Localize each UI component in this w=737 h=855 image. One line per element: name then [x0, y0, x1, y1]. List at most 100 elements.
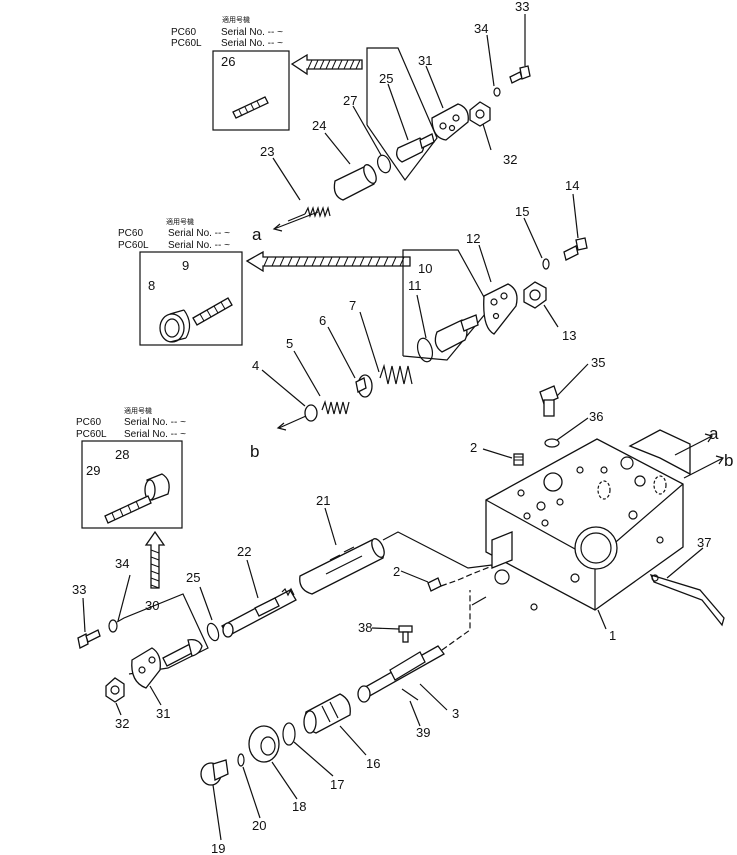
part-number: 4: [252, 358, 259, 373]
part-number: 8: [148, 278, 155, 293]
part-number: 28: [115, 447, 129, 462]
part-number: 11: [408, 278, 422, 293]
plug-19: [200, 759, 229, 786]
part-number: 2: [470, 440, 477, 455]
callout-box: [212, 50, 290, 131]
group-bracket: [366, 47, 438, 182]
bolt-33-top: [509, 65, 531, 84]
part-number: 21: [316, 493, 330, 508]
collar-18: [248, 725, 280, 763]
group-bracket: [402, 249, 491, 361]
port-label-a: a: [709, 424, 719, 443]
part-number: 30: [145, 598, 159, 613]
part-number: 34: [474, 21, 488, 36]
leader-line: [382, 531, 493, 569]
part-number: 10: [418, 261, 432, 276]
spring-23: [287, 205, 331, 222]
model-label: PC60L: [76, 429, 107, 440]
pin-9-drawing: [192, 297, 233, 326]
nut-32-lower: [105, 677, 125, 703]
part-number: 24: [312, 118, 326, 133]
part-number: 26: [221, 54, 235, 69]
serial-label: Serial No. -- ~: [221, 27, 283, 38]
washer-34-top: [493, 87, 501, 97]
plug-2-side: [427, 577, 442, 592]
model-label: PC60L: [171, 38, 202, 49]
serial-label: Serial No. -- ~: [124, 429, 186, 440]
nut-32-top: [469, 101, 491, 127]
part-number: 38: [358, 620, 372, 635]
valve-body-1: [485, 429, 691, 611]
serial-block-middle: 適用号機 PC60 Serial No. -- ~ PC60L Serial N…: [118, 217, 243, 346]
lever-37: [649, 573, 725, 627]
flange-12: [483, 283, 518, 335]
callout-box: [139, 251, 243, 346]
pin-26-drawing: [232, 96, 269, 119]
serial-label: Serial No. -- ~: [124, 417, 186, 428]
cap-16: [303, 693, 351, 734]
o-ring-20: [237, 753, 245, 767]
port-label-b: b: [250, 442, 259, 461]
part-number: 14: [565, 178, 579, 193]
serial-header: 適用号機: [124, 406, 152, 415]
model-label: PC60: [76, 417, 101, 428]
serial-header: 適用号機: [166, 217, 194, 226]
part-number: 15: [515, 204, 529, 219]
flange-31-top: [431, 103, 469, 141]
leader-line: [471, 596, 487, 606]
part-number: 32: [503, 152, 517, 167]
retainer-6: [355, 374, 373, 398]
hatched-arrow-lower: [144, 530, 166, 589]
part-number: 34: [115, 556, 129, 571]
part-number: 19: [211, 841, 225, 855]
part-number: 6: [319, 313, 326, 328]
o-ring-27: [376, 154, 392, 174]
plug-30: [162, 638, 203, 667]
part-number: 13: [562, 328, 576, 343]
washer-15: [542, 258, 550, 270]
serial-label: Serial No. -- ~: [221, 38, 283, 49]
part-number: 33: [72, 582, 86, 597]
model-label: PC60L: [118, 240, 149, 251]
part-number: 27: [343, 93, 357, 108]
port-label-b: b: [724, 451, 733, 470]
part-number: 31: [156, 706, 170, 721]
bolt-14: [563, 237, 588, 261]
part-number: 12: [466, 231, 480, 246]
serial-label: Serial No. -- ~: [168, 240, 230, 251]
bolt-33-lower: [77, 629, 101, 649]
part-number: 7: [349, 298, 356, 313]
part-number: 1: [609, 628, 616, 643]
plug-2-top: [513, 453, 524, 466]
plug-35: [539, 385, 559, 417]
part-number: 20: [252, 818, 266, 833]
spool-3: [357, 645, 445, 703]
hatched-arrow-top: [290, 53, 363, 76]
bolt-38: [398, 625, 413, 643]
washer-36: [544, 438, 560, 448]
part-number: 39: [416, 725, 430, 740]
plug-25-top: [396, 133, 435, 163]
spool-21: [299, 538, 385, 595]
part-number: 5: [286, 336, 293, 351]
pin-39: [401, 688, 419, 701]
model-label: PC60: [118, 228, 143, 239]
plug-8-drawing: [159, 309, 191, 343]
part-number: 25: [379, 71, 393, 86]
pin-29-drawing: [104, 495, 152, 524]
part-number: 2: [393, 564, 400, 579]
serial-label: Serial No. -- ~: [168, 228, 230, 239]
part-number: 33: [515, 0, 529, 14]
callout-box: [81, 440, 183, 529]
part-number: 31: [418, 53, 432, 68]
leader-line: [440, 565, 493, 587]
spring-7: [379, 363, 413, 385]
part-number: 17: [330, 777, 344, 792]
o-ring-11: [416, 337, 434, 363]
part-number: 36: [589, 409, 603, 424]
part-number-labels: 33 34 26 31 25 27 24 23 32 14 15 12 9 10…: [72, 0, 711, 855]
part-number: 3: [452, 706, 459, 721]
spool-22: [221, 587, 297, 638]
